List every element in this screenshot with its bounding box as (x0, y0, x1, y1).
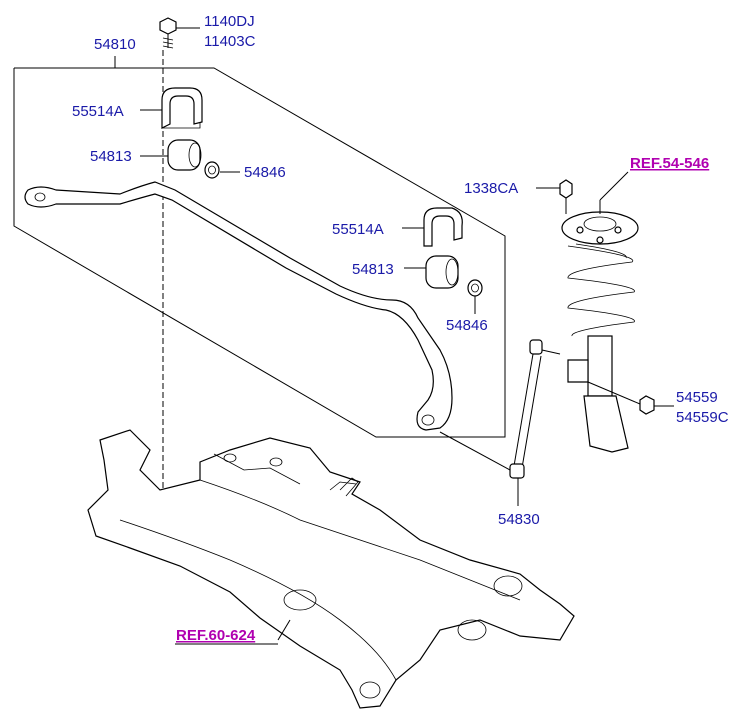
label-stabilizer-assy: 54810 (94, 36, 136, 53)
label-bolt-a: 1140DJ (204, 13, 255, 30)
label-link: 54830 (498, 511, 540, 528)
assembly-outline (13, 56, 506, 438)
label-bracket-left: 55514A (72, 103, 124, 120)
label-collar-left: 54846 (244, 164, 286, 181)
collar-left[interactable] (204, 161, 240, 179)
label-strut-ref[interactable]: REF.54-546 (630, 155, 709, 172)
stabilizer-bar[interactable] (24, 181, 453, 431)
bushing-right[interactable] (404, 255, 459, 289)
bracket-left[interactable] (140, 87, 203, 129)
crossmember[interactable] (87, 429, 575, 709)
stabilizer-link[interactable] (439, 339, 561, 506)
collar-right[interactable] (467, 279, 483, 314)
label-nut-top: 1338CA (464, 180, 518, 197)
label-bushing-right: 54813 (352, 261, 394, 278)
label-bolt-b: 11403C (204, 33, 256, 50)
strut-top-nut[interactable] (536, 179, 573, 214)
label-link-nut-b: 54559C (676, 409, 729, 426)
bracket-right[interactable] (402, 207, 463, 247)
strut-assembly[interactable] (561, 171, 641, 453)
label-collar-right: 54846 (446, 317, 488, 334)
bushing-left[interactable] (140, 139, 202, 171)
label-crossmember-ref[interactable]: REF.60-624 (176, 627, 256, 644)
label-bracket-right: 55514A (332, 221, 384, 238)
label-link-nut-a: 54559 (676, 389, 718, 406)
label-bushing-left: 54813 (90, 148, 132, 165)
link-nut[interactable] (639, 395, 674, 415)
